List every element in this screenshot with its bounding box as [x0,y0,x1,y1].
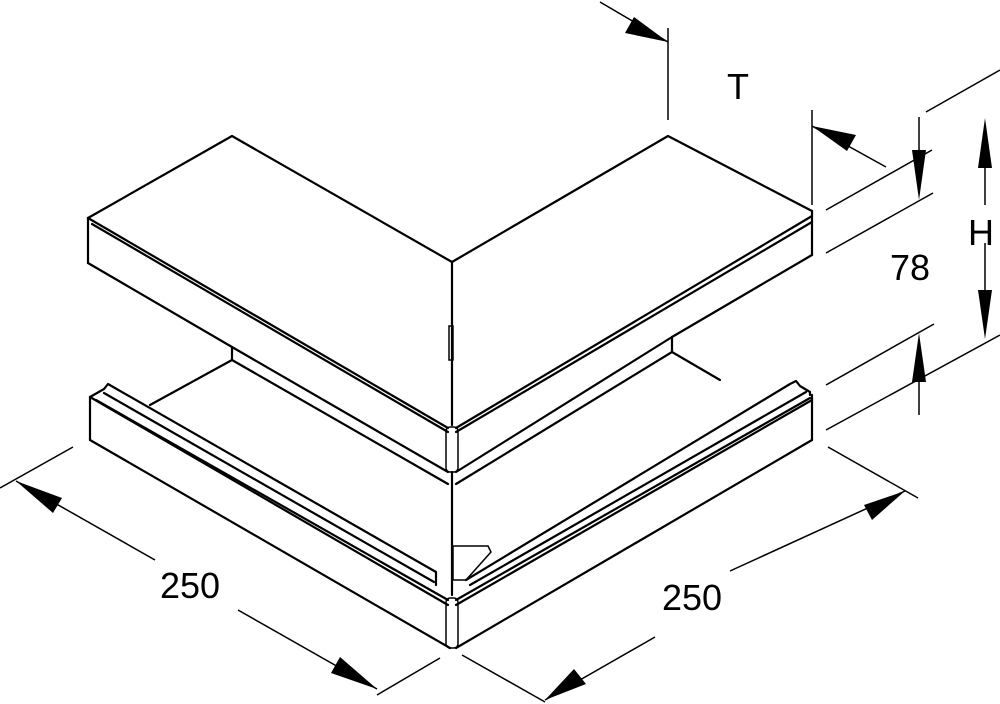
base-inner [148,335,722,597]
base-part [88,379,814,650]
label-H: H [968,212,994,253]
label-left-250: 250 [160,565,220,606]
dimension-right-length: 250 [461,446,919,703]
dimension-depth-T: T [599,1,887,205]
cover-part [86,134,814,474]
dimension-height: 78 H [825,69,1000,431]
label-78: 78 [890,247,930,288]
label-T: T [727,66,749,107]
label-right-250: 250 [662,577,722,618]
dimension-left-length: 250 [0,446,441,696]
